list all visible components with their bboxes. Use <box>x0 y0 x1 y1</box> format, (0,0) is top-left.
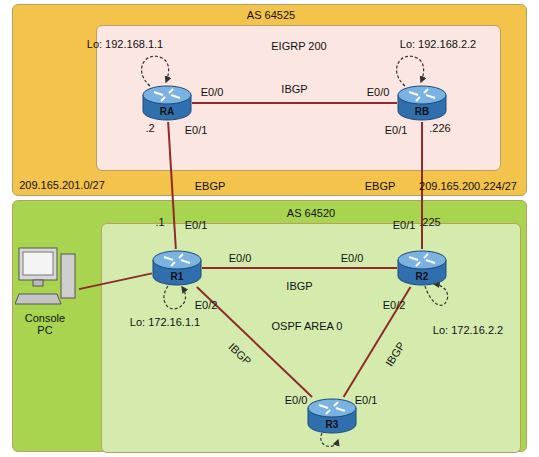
router-top <box>153 251 201 269</box>
interface-label: .225 <box>419 216 440 228</box>
interface-label: E0/1 <box>185 219 208 231</box>
pc-name: Console PC <box>17 312 73 336</box>
interface-label: E0/1 <box>385 124 408 136</box>
router-top <box>143 86 191 104</box>
router-top <box>308 399 356 417</box>
link-label: IBGP <box>281 83 307 95</box>
router-name: RA <box>142 106 192 117</box>
interface-label: E0/0 <box>285 394 308 406</box>
pc-keyboard <box>15 294 61 304</box>
router-name: R1 <box>152 271 202 282</box>
region-name: AS 64520 <box>261 207 361 219</box>
router: RB <box>397 84 447 122</box>
interface-label: Lo: 172.16.1.1 <box>130 316 200 328</box>
router-top <box>398 251 446 269</box>
interface-label: .2 <box>145 122 154 134</box>
router-top <box>398 86 446 104</box>
interface-label: E0/1 <box>393 219 416 231</box>
router: RA <box>142 84 192 122</box>
router-arrows <box>409 254 435 266</box>
pc-icon <box>15 246 79 310</box>
router-name: R3 <box>307 419 357 430</box>
as-region: AS 64525EIGRP 200RA RB <box>12 4 527 196</box>
router-arrows <box>164 254 190 266</box>
region-name: EIGRP 200 <box>249 40 349 52</box>
console-pc: Console PC <box>15 246 79 346</box>
interface-label: E0/0 <box>367 86 390 98</box>
interface-label: 209.165.201.0/27 <box>19 179 105 191</box>
pc-tower <box>61 254 75 298</box>
interface-label: .226 <box>429 122 450 134</box>
link-label: IBGP <box>286 280 312 292</box>
interface-label: E0/0 <box>341 252 364 264</box>
pc-screen <box>23 252 53 275</box>
router-name: RB <box>397 106 447 117</box>
interface-label: .1 <box>155 216 164 228</box>
pc-monitor <box>19 248 57 280</box>
pc-stand <box>33 280 43 286</box>
interface-label: Lo: 172.16.2.2 <box>433 324 503 336</box>
interface-label: E0/0 <box>229 252 252 264</box>
router-arrows <box>409 89 435 101</box>
link-label: EBGP <box>365 179 396 191</box>
router: R2 <box>397 249 447 287</box>
router: R3 <box>307 397 357 435</box>
region-name: OSPF AREA 0 <box>257 320 357 332</box>
router-arrows <box>319 402 345 414</box>
interface-label: E0/1 <box>185 124 208 136</box>
link-label: EBGP <box>195 179 226 191</box>
interface-label: Lo: 192.168.1.1 <box>87 38 163 50</box>
region-name: AS 64525 <box>221 9 321 21</box>
interface-label: 209.165.200.224/27 <box>419 180 517 192</box>
ospf-region: OSPF AREA 0 R1 R2R3 <box>101 223 521 453</box>
interface-label: E0/2 <box>195 299 218 311</box>
interface-label: Lo: 192.168.2.2 <box>400 38 476 50</box>
interface-label: E0/0 <box>201 86 224 98</box>
router-arrows <box>154 89 180 101</box>
router-name: R2 <box>397 271 447 282</box>
interface-label: E0/1 <box>355 394 378 406</box>
interface-label: E0/2 <box>383 299 406 311</box>
router: R1 <box>152 249 202 287</box>
